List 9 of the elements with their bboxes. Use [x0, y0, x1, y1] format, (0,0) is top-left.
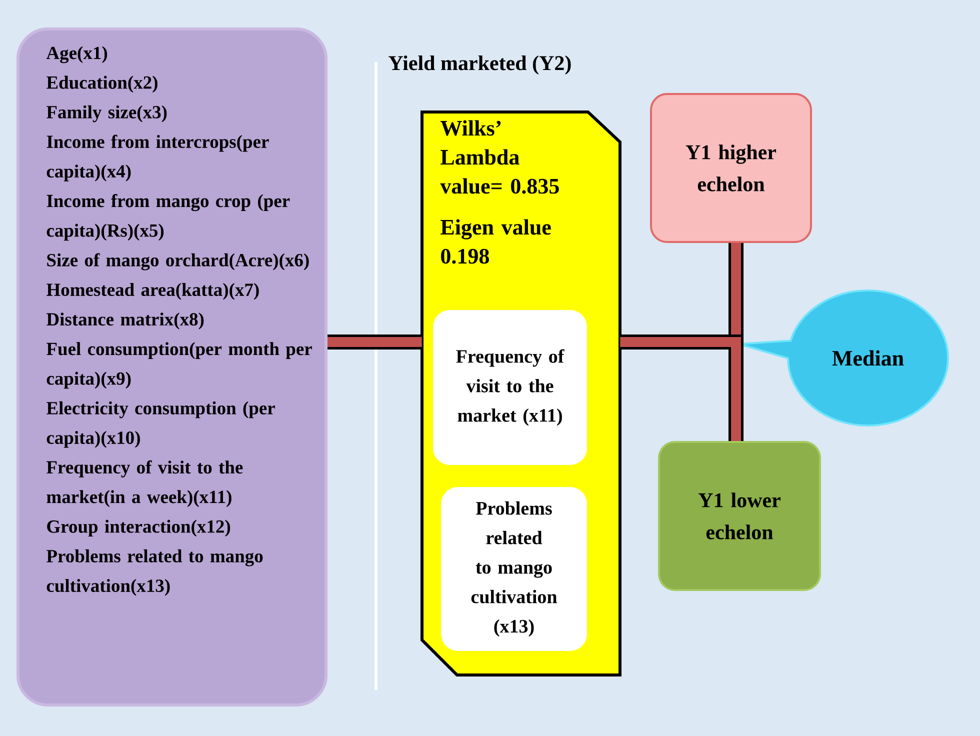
heading: Yield marketed (Y2)	[388, 55, 571, 75]
connector-bar	[328, 334, 422, 350]
group-box: Y1 lower echelon	[658, 441, 821, 591]
variable-box: Frequency of visit to the market (x11)	[433, 310, 587, 465]
connector-bar	[620, 334, 744, 441]
group-box: Y1 higher echelon	[650, 93, 812, 243]
variable-box: Problems related to mango cultivation (x13)	[441, 487, 587, 651]
speech-bubble: Median	[738, 290, 949, 426]
variable-list-box: Age(x1) Education(x2) Family size(x3) Income from intercrops(per capita)(x4) Income from mango crop (per capita)(Rs)(x5) Size of mango orchard(Acre)(x6) Homestead area(katta)(x7) Distance matrix(x8) Fuel consumption(per month per capita)(x9) Electricity consumption (per capita)(x10) Frequency of visit to the market(in a week)(x11) Group interaction(x12) Problems related to mango cultivation(x13)	[16, 28, 328, 706]
